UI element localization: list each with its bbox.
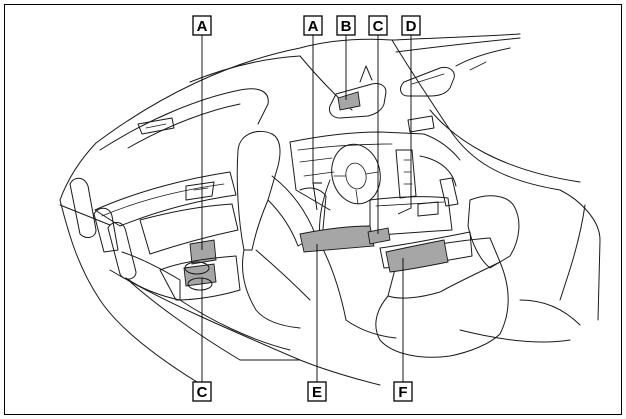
- label-f: F: [393, 381, 413, 402]
- storage-b-mirror-console: [337, 91, 361, 111]
- svg-text:F: F: [398, 384, 407, 401]
- leader-lines: [201, 35, 412, 382]
- storage-c-cup-holder-front: [367, 227, 391, 245]
- leader-d: [397, 35, 412, 215]
- label-c-bottom: C: [192, 381, 212, 402]
- label-a-center: A: [303, 15, 323, 36]
- storage-c-cup-holder-rear: [183, 263, 217, 287]
- rear-seat: [69, 177, 301, 361]
- svg-text:E: E: [312, 384, 322, 401]
- rear-door-panel: [94, 117, 239, 255]
- svg-text:A: A: [308, 18, 319, 35]
- storage-e-console-box: [299, 225, 375, 253]
- svg-text:D: D: [406, 18, 417, 35]
- label-d: D: [401, 15, 421, 36]
- sun-visor: [400, 47, 511, 97]
- label-a-left: A: [192, 15, 212, 36]
- leader-a-center-branch: [312, 182, 318, 211]
- label-e: E: [307, 381, 327, 402]
- svg-text:B: B: [341, 18, 352, 35]
- rear-armrest: [159, 255, 241, 301]
- storage-f-console-box: [385, 239, 449, 273]
- label-b: B: [336, 15, 356, 36]
- label-c-top: C: [368, 15, 388, 36]
- svg-text:C: C: [373, 18, 384, 35]
- callout-labels: A A B C D C E F: [192, 15, 421, 402]
- storage-a-door-pocket-rear: [189, 239, 217, 265]
- svg-text:C: C: [197, 384, 208, 401]
- highlighted-storage-areas: [183, 91, 449, 287]
- svg-text:A: A: [197, 18, 208, 35]
